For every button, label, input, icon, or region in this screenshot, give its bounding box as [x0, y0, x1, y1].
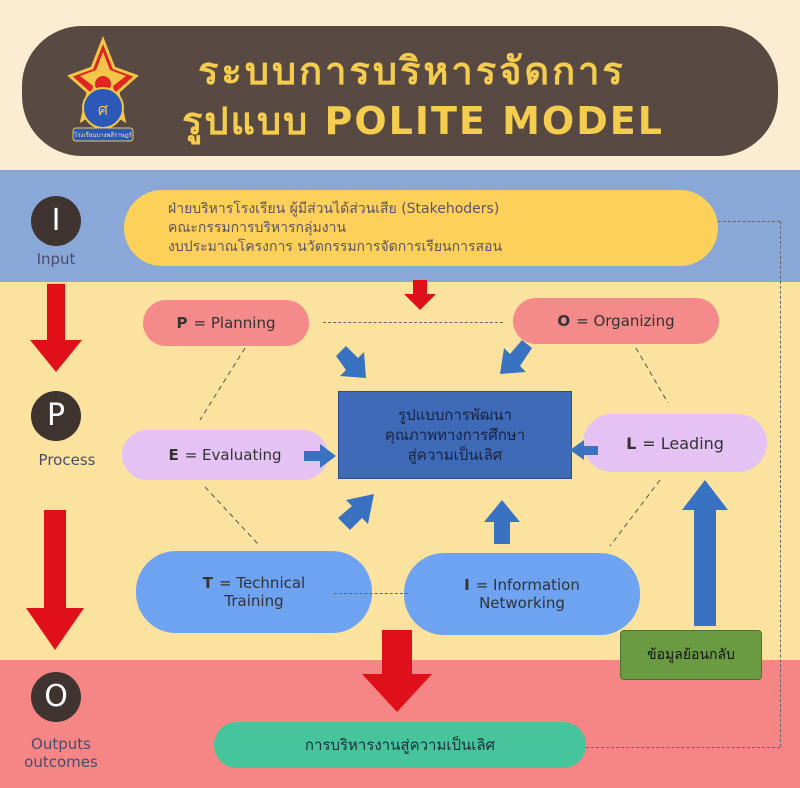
organizing-to-center-blue-arrow — [500, 340, 532, 374]
output-stage-label-2: outcomes — [24, 753, 98, 771]
center-to-outcome-red-arrow — [362, 630, 432, 712]
technical-text: = Technical — [219, 574, 306, 592]
evaluating-letter: E — [168, 446, 179, 464]
input-stage-circle: I — [31, 196, 81, 246]
planning-organizing-connector — [323, 322, 503, 323]
input-to-center-red-arrow — [404, 280, 436, 310]
title-banner: ศ โรงเรียนบางพลีราษฎร์ ระบบการบริหารจัดก… — [22, 26, 778, 156]
feedback-to-leading-blue-arrow — [682, 480, 728, 626]
outcome-text: การบริหารงานสู่ความเป็นเลิศ — [304, 736, 496, 754]
process-stage-circle: P — [31, 391, 81, 441]
leading-networking-link — [609, 479, 661, 547]
feedback-loop-top — [718, 221, 780, 222]
planning-letter: P — [176, 314, 188, 332]
planning-evaluating-link — [199, 347, 246, 421]
outcome-pill: การบริหารงานสู่ความเป็นเลิศ — [214, 722, 586, 768]
input-to-process-red-arrow — [30, 284, 82, 372]
school-emblem-icon: ศ — [60, 35, 146, 146]
title-line-2: รูปแบบ POLITE MODEL — [182, 99, 664, 143]
input-line-2: คณะกรรมการบริหารกลุ่มงาน — [168, 219, 347, 236]
evaluating-training-link — [204, 486, 259, 545]
input-stage-label: Input — [36, 250, 76, 268]
organizing-leading-link — [635, 347, 669, 404]
information-letter: I — [464, 576, 470, 594]
leading-text: = Leading — [642, 433, 724, 453]
evaluating-to-center-blue-arrow — [304, 444, 336, 468]
technical-line-2: Training — [224, 592, 284, 610]
information-networking-pill: I = Information Networking — [404, 553, 640, 635]
technical-letter: T — [202, 574, 213, 592]
leading-to-center-blue-arrow — [570, 440, 598, 460]
center-line-3: สู่ความเป็นเลิศ — [407, 446, 503, 464]
svg-text:ศ: ศ — [98, 100, 108, 119]
feedback-loop-right — [780, 221, 781, 747]
title-line-1: ระบบการบริหารจัดการ — [198, 49, 626, 93]
evaluating-text: = Evaluating — [184, 446, 282, 464]
training-networking-connector — [334, 593, 408, 594]
organizing-text: = Organizing — [576, 312, 675, 330]
information-line-2: Networking — [479, 594, 565, 612]
output-stage-circle: O — [31, 672, 81, 722]
planning-text: = Planning — [193, 314, 276, 332]
input-line-1: ฝ่ายบริหารโรงเรียน ผู้มีส่วนได้ส่วนเสีย … — [168, 200, 500, 217]
leading-pill: L = Leading — [583, 414, 767, 472]
process-to-output-red-arrow — [26, 510, 84, 650]
organizing-pill: O = Organizing — [513, 298, 719, 344]
training-to-center-blue-arrow — [338, 494, 374, 530]
feedback-loop-bottom — [586, 747, 780, 748]
output-stage-label-1: Outputs — [31, 735, 91, 753]
center-line-2: คุณภาพทางการศึกษา — [384, 426, 526, 444]
input-resources-box: ฝ่ายบริหารโรงเรียน ผู้มีส่วนได้ส่วนเสีย … — [124, 190, 718, 266]
networking-to-center-blue-arrow — [484, 500, 520, 544]
process-stage-label: Process — [38, 451, 96, 469]
feedback-box: ข้อมูลย้อนกลับ — [620, 630, 762, 680]
logo-caption: โรงเรียนบางพลีราษฎร์ — [74, 132, 132, 139]
planning-pill: P = Planning — [143, 300, 309, 346]
information-text: = Information — [475, 576, 580, 594]
center-model-box: รูปแบบการพัฒนา คุณภาพทางการศึกษา สู่ความ… — [338, 391, 572, 479]
feedback-text: ข้อมูลย้อนกลับ — [647, 647, 735, 663]
center-line-1: รูปแบบการพัฒนา — [398, 406, 512, 424]
technical-training-pill: T = Technical Training — [136, 551, 372, 633]
input-line-3: งบประมาณโครงการ นวัตกรรมการจัดการเรียนกา… — [168, 238, 503, 255]
evaluating-pill: E = Evaluating — [122, 430, 328, 480]
organizing-letter: O — [557, 312, 571, 330]
leading-letter: L — [626, 433, 637, 453]
planning-to-center-blue-arrow — [336, 346, 366, 378]
